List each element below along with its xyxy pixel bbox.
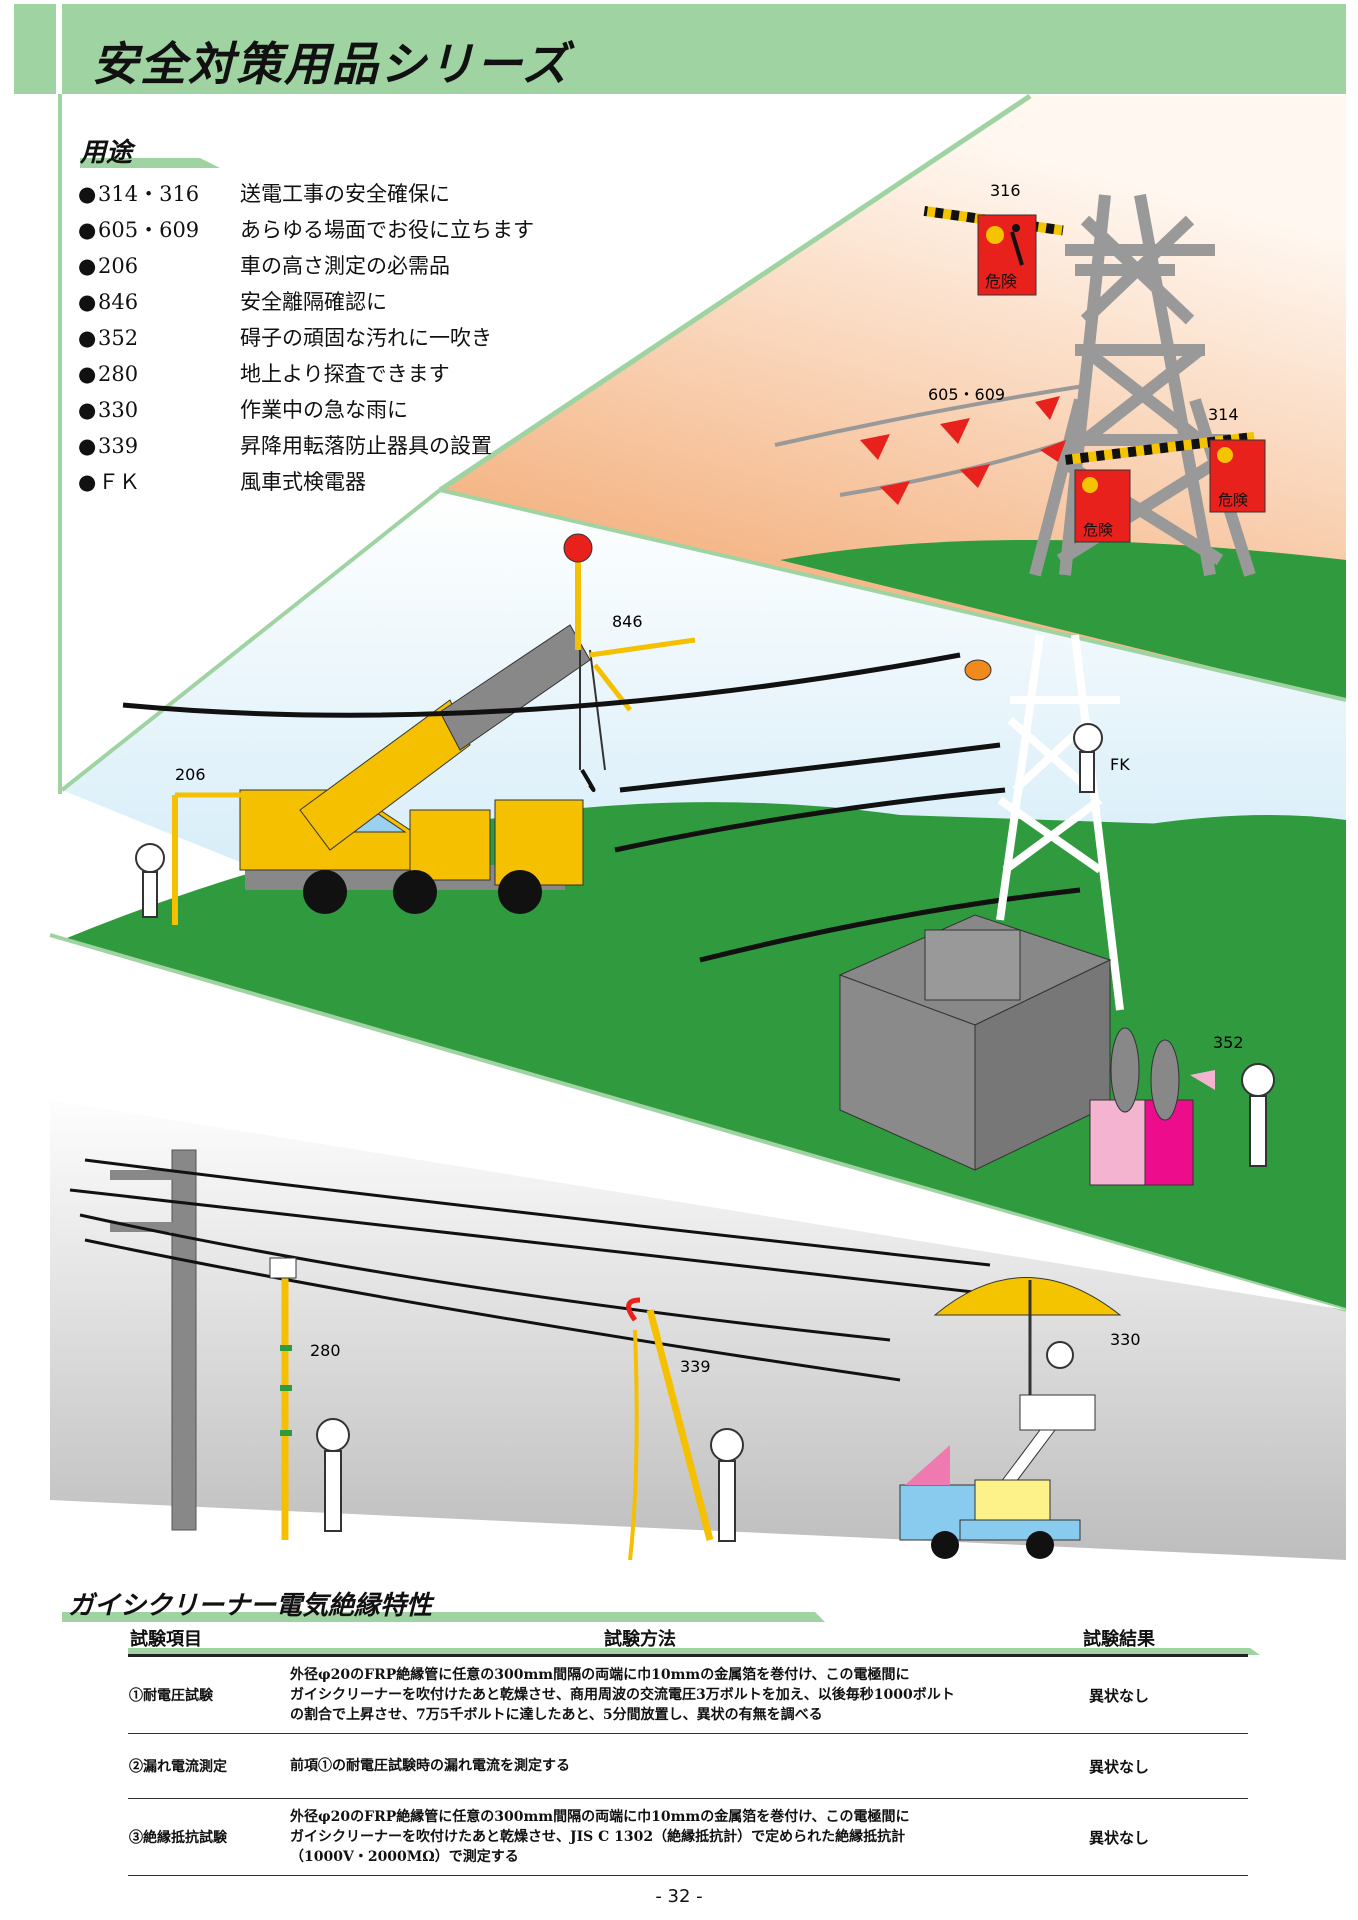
col-header-method: 試験方法 [290,1622,990,1657]
label-330: 330 [1110,1330,1141,1349]
table-row: ①耐電圧試験 外径φ20のFRP絶縁管に任意の300mm間隔の両端に巾10mmの… [128,1655,1248,1734]
page-number: - 32 - [655,1886,703,1907]
test-method: 外径φ20のFRP絶縁管に任意の300mm間隔の両端に巾10mmの金属箔を巻付け… [290,1798,990,1876]
table-row: ③絶縁抵抗試験 外径φ20のFRP絶縁管に任意の300mm間隔の両端に巾10mm… [128,1798,1248,1876]
danger-flag-316 [977,214,1037,296]
label-605-609: 605・609 [928,385,1005,404]
upper-hill [780,540,1346,700]
svg-text:危険: 危険 [1083,521,1113,539]
test-item: ①耐電圧試験 [128,1655,290,1734]
label-846: 846 [612,612,643,631]
test-result: 異状なし [990,1655,1248,1734]
usage-heading: 用途 [80,138,133,168]
col-header-item: 試験項目 [128,1622,290,1657]
test-item: ③絶縁抵抗試験 [128,1798,290,1876]
utility-pole [171,1149,197,1531]
label-316: 316 [990,181,1021,200]
building [838,914,1112,1171]
label-fk: FK [1110,755,1130,774]
insulation-test-table: 試験項目 試験方法 試験結果 ①耐電圧試験 外径φ20のFRP絶縁管に任意の30… [128,1622,1248,1876]
crane-truck [239,624,606,914]
label-352: 352 [1213,1033,1244,1052]
test-method: 外径φ20のFRP絶縁管に任意の300mm間隔の両端に巾10mmの金属箔を巻付け… [290,1655,990,1734]
test-result: 異状なし [990,1733,1248,1799]
label-339: 339 [680,1357,711,1376]
figures [135,723,1275,1542]
table-row: ②漏れ電流測定 前項①の耐電圧試験時の漏れ電流を測定する 異状なし [128,1733,1248,1799]
table-heading: ガイシクリーナー電気絶縁特性 [68,1591,433,1621]
table-header-row: 試験項目 試験方法 試験結果 [128,1622,1248,1657]
tower-upper [1029,193,1256,577]
pennant-rope-605 [774,383,1091,447]
test-method: 前項①の耐電圧試験時の漏れ電流を測定する [290,1733,990,1799]
umbrella-truck [899,1277,1122,1559]
label-314: 314 [1208,405,1239,424]
label-206: 206 [175,765,206,784]
barrier-bar-314 [1065,431,1255,465]
left-accent-line [58,94,62,794]
page-title: 安全対策用品シリーズ [92,37,570,91]
pole-339 [646,1309,714,1541]
test-item: ②漏れ電流測定 [128,1733,290,1799]
label-280: 280 [310,1341,341,1360]
title-banner [14,4,1346,94]
danger-text-316: 危険 [985,272,1017,291]
test-result: 異状なし [990,1798,1248,1876]
col-header-result: 試験結果 [990,1622,1248,1657]
tower-fk [996,634,1124,1011]
svg-text:危険: 危険 [1218,491,1248,509]
lower-panel [50,1090,1346,1560]
